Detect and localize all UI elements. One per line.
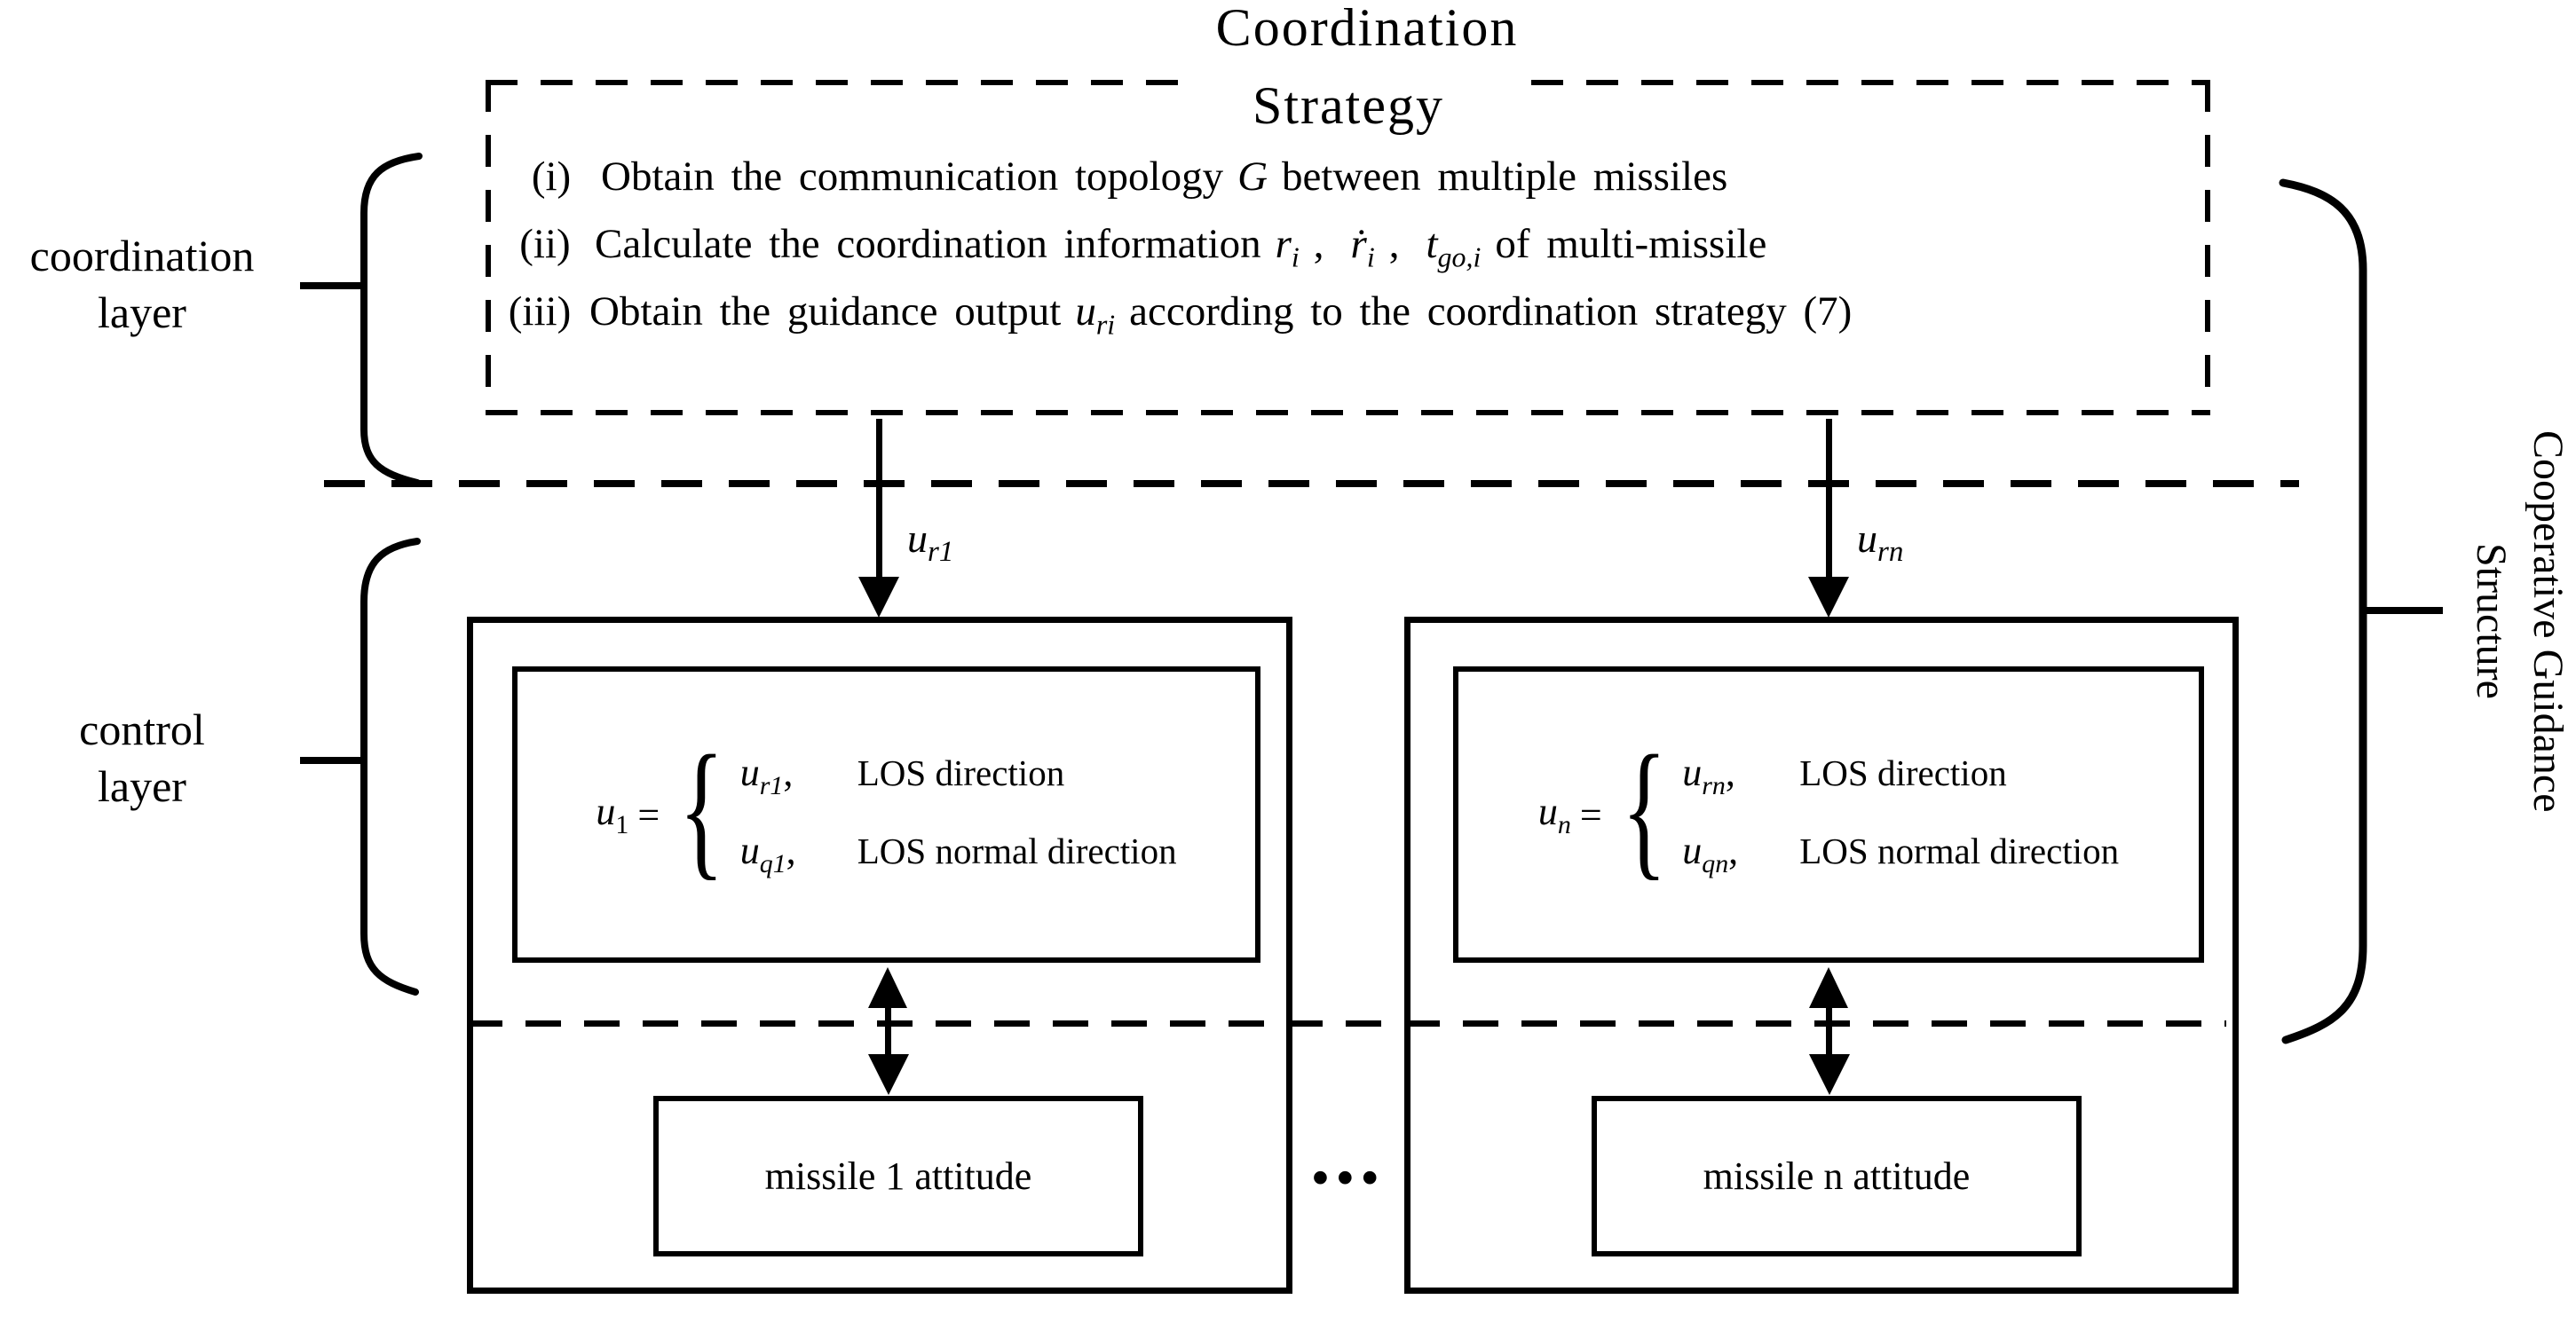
double-arrow-n-up-head (1809, 967, 1848, 1008)
controller-1-equation: u1 = { ur1, LOS direction uq1, LOS norma… (596, 725, 1177, 894)
arrow-ur1-shaft (876, 419, 882, 579)
cooperative-guidance-structure-label: Cooperative Guidance Structure (2446, 337, 2576, 905)
strategy-item-3: (iii) Obtain the guidance output uri accord… (490, 284, 1853, 352)
math-t-go-i: tgo,i (1426, 221, 1482, 273)
eq1-cases: ur1, LOS direction uq1, LOS normal direc… (740, 750, 1177, 879)
right-label-line1: Cooperative Guidance (2525, 429, 2572, 813)
controller-n-equation: un = { urn, LOS direction uqn, LOS norma… (1537, 725, 2120, 894)
control-layer-label: control layer (4, 701, 280, 815)
coordination-layer-label: coordination layer (4, 227, 280, 341)
double-arrow-n-shaft (1826, 1004, 1832, 1056)
item-3-text-pre: Obtain the guidance output (589, 288, 1062, 335)
math-r-i: ri (1275, 221, 1300, 273)
signal-urn: urn (1857, 516, 1904, 569)
eqn-lhs: un (1537, 790, 1571, 839)
double-arrow-1-down-head (868, 1054, 909, 1095)
control-inner-dashed-line (467, 1020, 2226, 1027)
item-1-number: (i) (531, 154, 572, 200)
arrow-urn-head (1808, 577, 1849, 618)
control-layer-brace (300, 538, 421, 996)
cooperative-structure-brace (2279, 178, 2443, 1044)
layer-separator-dashed-line (324, 480, 2299, 487)
coordination-layer-brace (300, 153, 423, 486)
coordination-layer-line2: layer (98, 287, 186, 337)
math-topology-G: G (1237, 154, 1268, 200)
strategy-item-2: (ii) Calculate the coordination informati… (495, 217, 1766, 285)
eq1-lhs: u1 (596, 790, 629, 839)
eqn-equals: = (1579, 792, 1602, 837)
double-arrow-1-up-head (868, 967, 907, 1008)
item-3-text-post: according to the coordination strategy (… (1129, 288, 1853, 335)
eq1-case2-math: uq1, (739, 829, 796, 878)
missile-1-attitude-label: missile 1 attitude (764, 1154, 1032, 1198)
arrow-ur1-head (858, 577, 899, 618)
item-1-text-pre: Obtain the communication topology (601, 154, 1224, 200)
control-layer-line1: control (79, 705, 205, 754)
missile-n-attitude-box: missile n attitude (1592, 1096, 2082, 1256)
double-arrow-1-shaft (885, 1004, 891, 1056)
figure-title-line1: Coordination (1215, 0, 1519, 57)
eq1-case1-math: ur1, (739, 751, 794, 800)
eq1-case1-label: LOS direction (857, 752, 1065, 794)
eqn-case2-label: LOS normal direction (1799, 831, 2120, 871)
eqn-case1-math: urn, (1682, 751, 1735, 800)
controller-n-box: un = { urn, LOS direction uqn, LOS norma… (1453, 666, 2204, 963)
eq1-case-row: ur1, LOS direction (740, 750, 1177, 801)
eqn-case2-math: uqn, (1682, 829, 1739, 878)
eqn-case-row: uqn, LOS normal direction (1682, 828, 2119, 879)
signal-ur1: ur1 (907, 516, 954, 569)
arrow-urn-shaft (1826, 419, 1832, 579)
eq1-case2-label: LOS normal direction (857, 831, 1177, 871)
control-layer-line2: layer (98, 761, 186, 811)
math-u-ri: uri (1075, 288, 1116, 341)
missile-n-attitude-label: missile n attitude (1703, 1154, 1971, 1198)
missile-1-attitude-box: missile 1 attitude (653, 1096, 1143, 1256)
eq1-case-row: uq1, LOS normal direction (740, 828, 1177, 879)
coordination-layer-line1: coordination (29, 231, 255, 280)
item-3-number: (iii) (508, 288, 572, 335)
item-2-text-post: of multi-missile (1495, 221, 1767, 267)
eqn-case-row: urn, LOS direction (1682, 750, 2119, 801)
item-2-number: (ii) (519, 221, 571, 267)
eq1-equals: = (637, 792, 660, 837)
eqn-cases: urn, LOS direction uqn, LOS normal direc… (1682, 750, 2119, 879)
double-arrow-n-down-head (1809, 1054, 1850, 1095)
controller-1-box: u1 = { ur1, LOS direction uq1, LOS norma… (512, 666, 1260, 963)
figure-title-line2: Strategy (1181, 75, 1516, 137)
right-label-line2: Structure (2468, 543, 2515, 699)
eqn-case1-label: LOS direction (1799, 752, 2007, 794)
item-2-text-pre: Calculate the coordination information (595, 221, 1261, 267)
between-groups-ellipsis: ••• (1312, 1151, 1387, 1204)
item-1-text-post: between multiple missiles (1282, 154, 1728, 200)
comma: , (1313, 221, 1324, 267)
comma: , (1388, 221, 1400, 267)
math-rdot-i: ṙi (1350, 221, 1375, 273)
